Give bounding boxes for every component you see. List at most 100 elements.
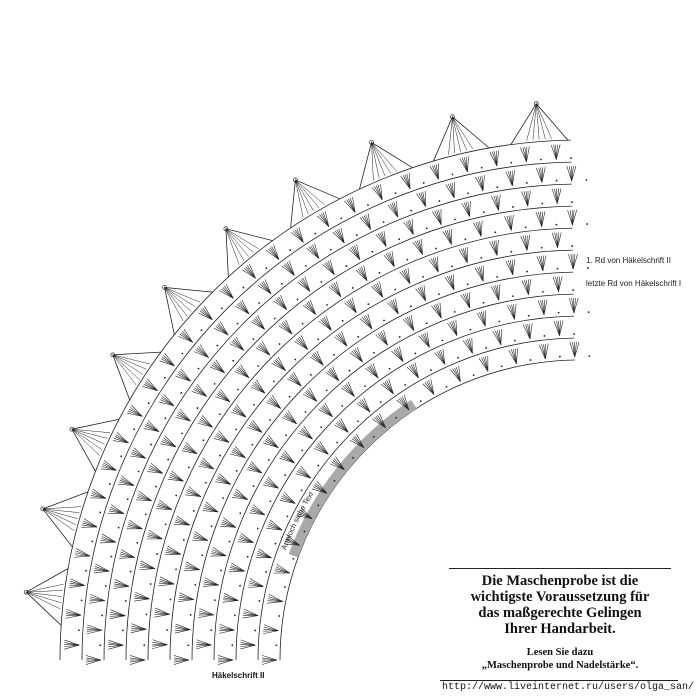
stitch-stroke [86, 629, 102, 635]
stitch-stroke [412, 363, 419, 379]
stitch-stroke [301, 427, 313, 440]
stitch-stroke [101, 536, 116, 543]
stitch-stroke [279, 457, 295, 464]
stitch-fan [242, 263, 256, 279]
stitch-stroke [442, 348, 446, 365]
stitch-stroke [309, 387, 318, 402]
stitch-stroke [287, 535, 300, 546]
stitch-dot [510, 250, 513, 253]
stitch-stroke [258, 344, 270, 356]
stitch-stroke [114, 581, 130, 587]
stitch-stroke [280, 295, 287, 310]
stitch-stroke [236, 404, 247, 418]
stitch-stroke [527, 190, 531, 207]
stitch-stroke [379, 332, 388, 346]
stitch-stroke [541, 344, 546, 360]
stitch-stroke [524, 279, 529, 295]
stitch-dot [430, 369, 432, 371]
stitch-stroke [375, 334, 388, 346]
edge-point-stroke [532, 103, 537, 141]
stitch-stroke [145, 380, 158, 391]
stitch-stroke [263, 630, 279, 632]
stitch-stroke [297, 432, 313, 440]
stitch-dot [120, 455, 123, 458]
stitch-dot [85, 569, 87, 572]
stitch-stroke [480, 311, 486, 327]
stitch-stroke [237, 541, 254, 543]
stitch-stroke [114, 583, 130, 587]
stitch-fan [210, 546, 227, 557]
stitch-stroke [490, 286, 500, 301]
stitch-stroke [198, 465, 214, 470]
stitch-stroke [222, 287, 234, 299]
stitch-stroke [101, 538, 116, 543]
stitch-dot [218, 413, 221, 416]
stitch-stroke [276, 564, 290, 574]
stitch-stroke [155, 607, 170, 615]
stitch-stroke [109, 508, 125, 514]
stitch-dot [296, 298, 299, 301]
stitch-stroke [454, 367, 461, 382]
stitch-fan [399, 268, 411, 284]
stitch-stroke [351, 438, 365, 448]
stitch-stroke [324, 402, 333, 417]
stitch-stroke [403, 394, 410, 411]
stitch-stroke [64, 644, 80, 650]
stitch-stroke [75, 550, 91, 557]
stitch-stroke [233, 338, 245, 351]
stitch-stroke [231, 411, 247, 418]
edge-point-picot [293, 177, 298, 183]
watermark-rule [440, 680, 678, 681]
stitch-stroke [380, 384, 394, 395]
stitch-stroke [375, 415, 386, 428]
stitch-dot [99, 511, 102, 514]
stitch-fan [74, 548, 91, 558]
stitch-stroke [234, 492, 248, 500]
stitch-stroke [288, 376, 302, 387]
stitch-stroke [522, 324, 531, 340]
stitch-stroke [102, 533, 116, 543]
stitch-stroke [66, 611, 82, 616]
stitch-fan [158, 393, 175, 407]
stitch-stroke [437, 256, 439, 273]
stitch-stroke [402, 175, 411, 189]
stitch-fan [255, 341, 270, 356]
stitch-dot [300, 489, 303, 492]
stitch-stroke [520, 236, 528, 251]
edge-point-outline [225, 228, 273, 277]
stitch-stroke [528, 279, 532, 295]
stitch-stroke [255, 316, 265, 330]
stitch-fan [344, 297, 357, 314]
stitch-stroke [293, 230, 304, 243]
stitch-fan [341, 381, 355, 397]
stitch-stroke [182, 448, 198, 454]
stitch-stroke [377, 333, 388, 346]
stitch-stroke [311, 354, 324, 366]
stitch-dot [129, 570, 132, 573]
stitch-stroke [136, 497, 152, 502]
stitch-stroke [290, 375, 302, 387]
stitch-stroke [306, 248, 320, 259]
stitch-stroke [337, 421, 349, 433]
round-line [257, 337, 575, 661]
stitch-stroke [409, 219, 414, 235]
stitch-stroke [115, 434, 129, 444]
stitch-stroke [320, 213, 330, 227]
stitch-stroke [212, 549, 227, 557]
stitch-dot [382, 221, 385, 223]
stitch-stroke [396, 347, 404, 362]
stitch-stroke [511, 304, 515, 320]
stitch-stroke [215, 436, 230, 443]
stitch-stroke [185, 442, 198, 454]
stitch-stroke [462, 248, 468, 263]
stitch-fan [458, 247, 468, 263]
stitch-stroke [525, 191, 529, 207]
stitch-stroke [240, 644, 256, 650]
stitch-stroke [263, 624, 279, 631]
stitch-stroke [147, 471, 163, 474]
stitch-stroke [542, 299, 545, 315]
watermark-url[interactable]: http://www.liveinternet.ru/users/olga_sa… [442, 682, 695, 693]
stitch-stroke [181, 450, 198, 454]
stitch-stroke [554, 232, 558, 248]
stitch-fan [551, 232, 562, 248]
